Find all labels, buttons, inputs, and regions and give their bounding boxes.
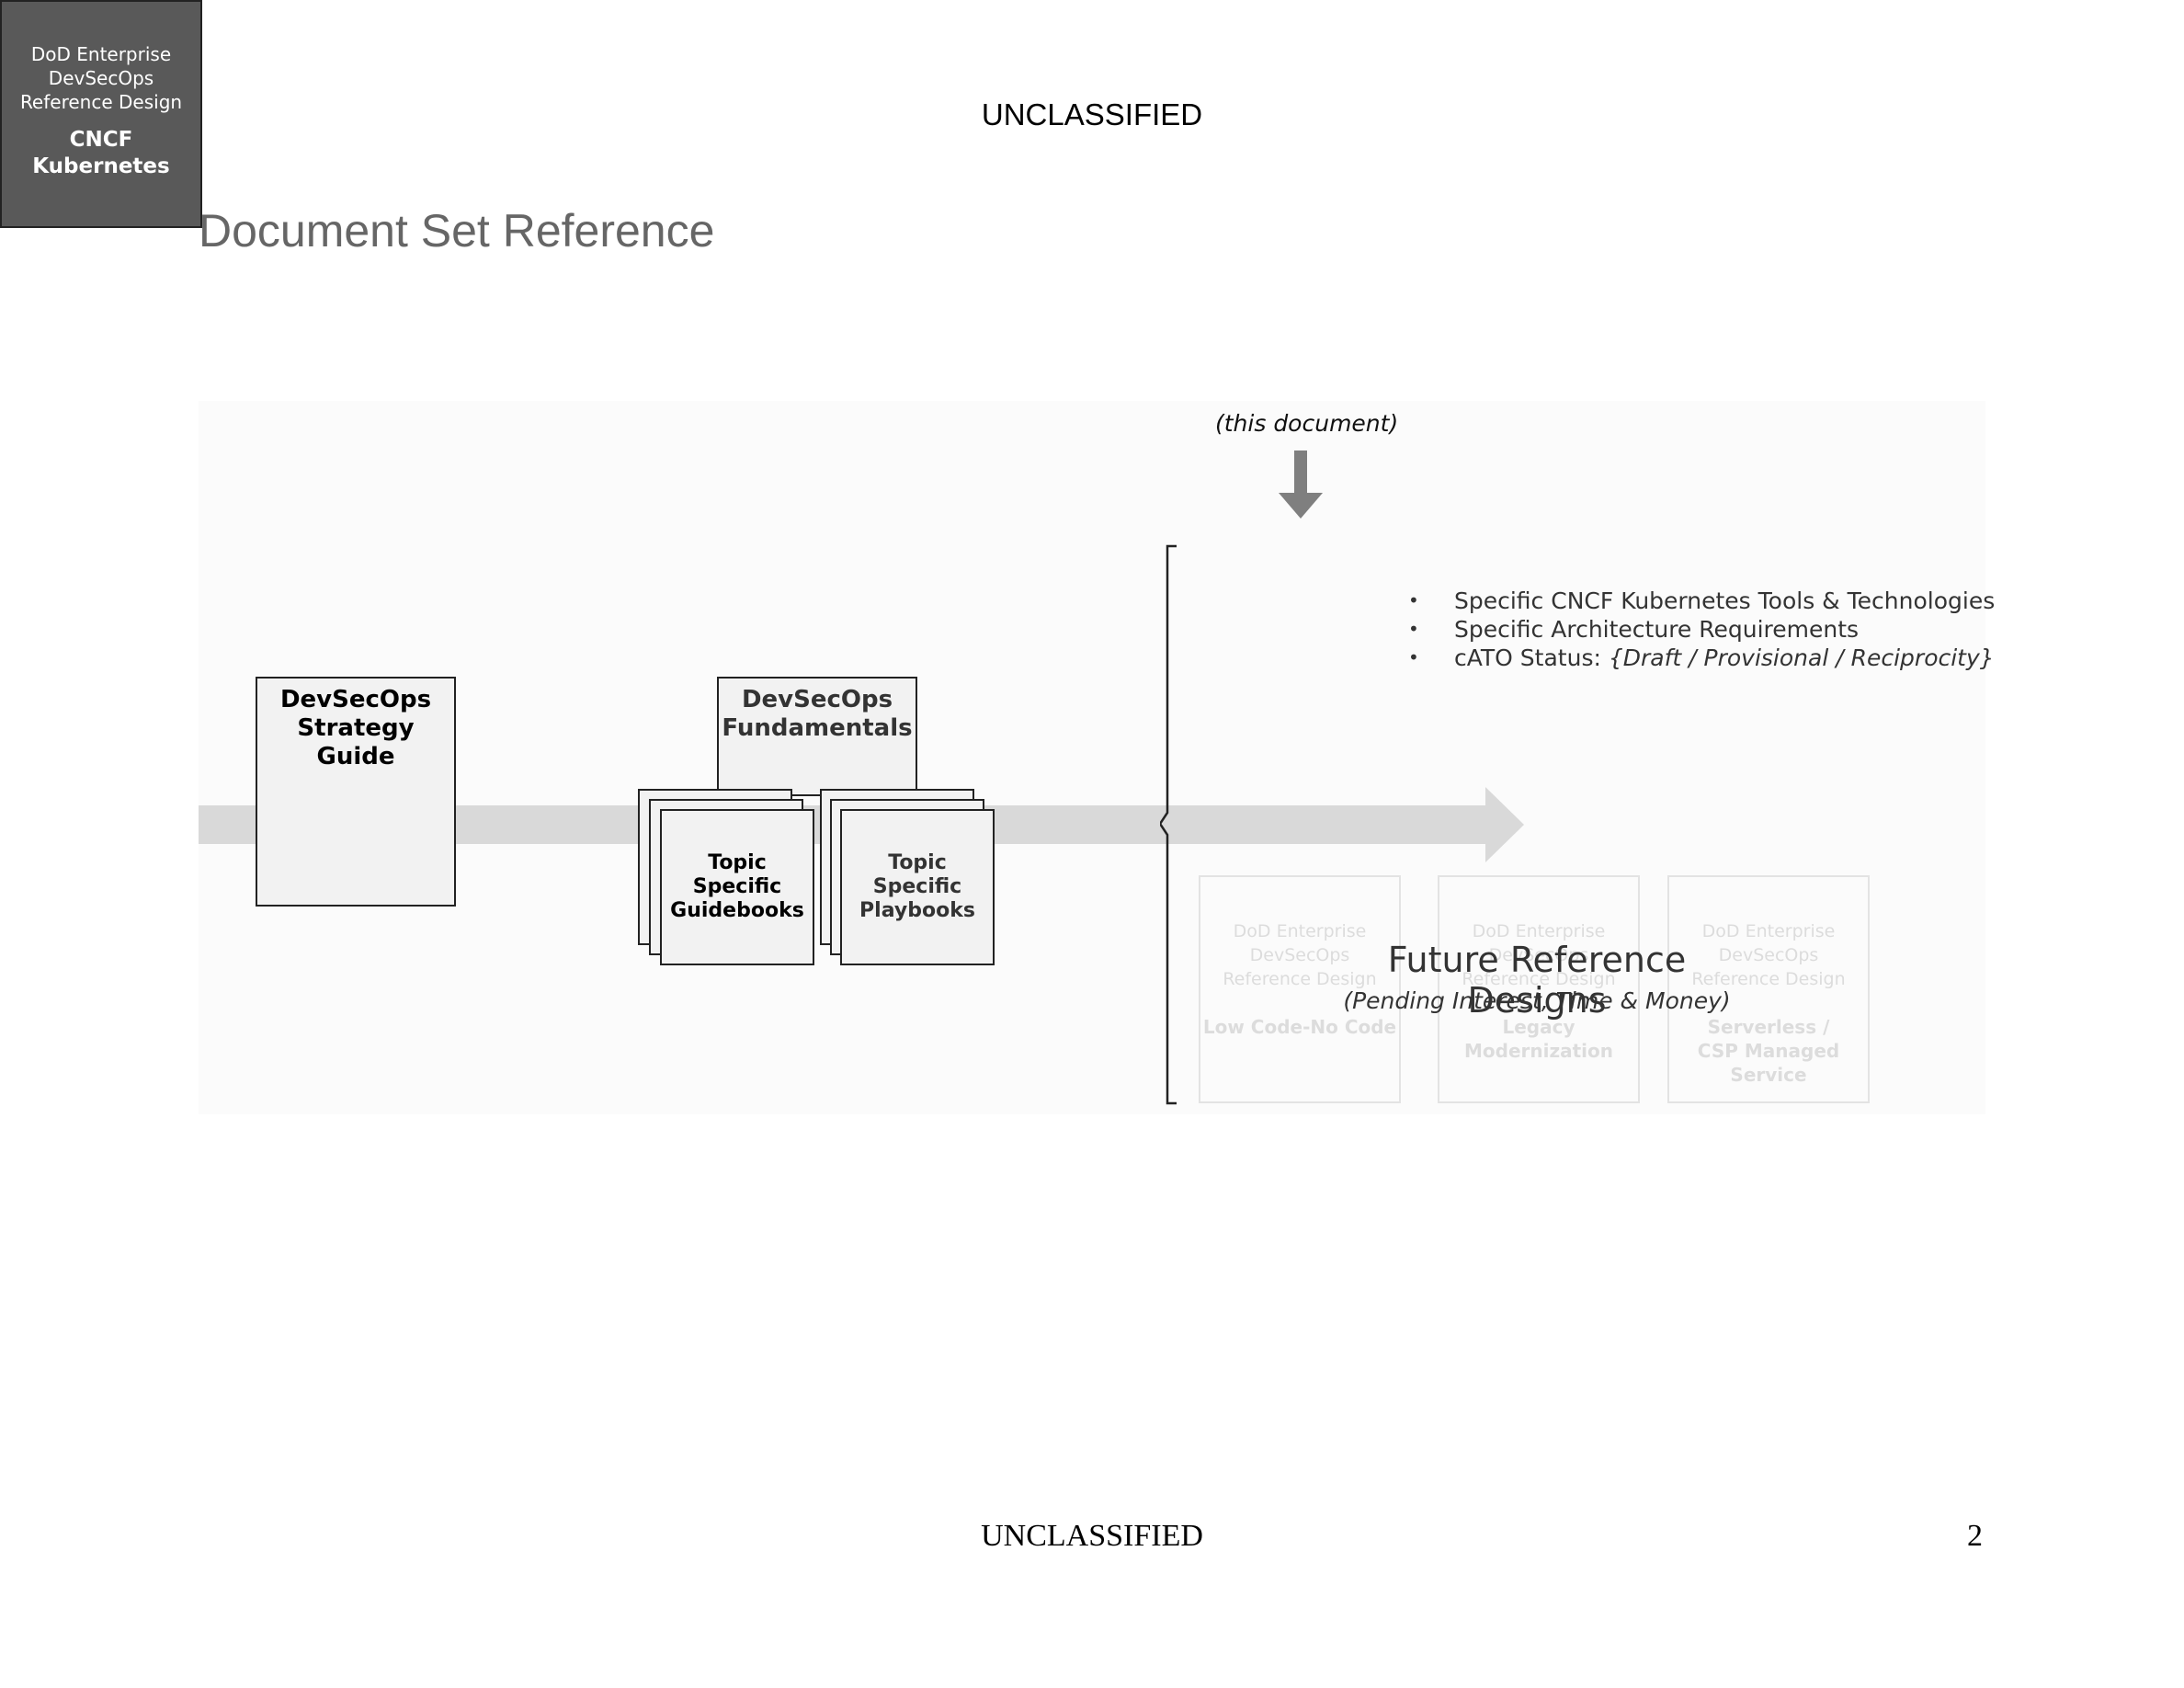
future-designs-title: Future Reference Designs <box>1387 940 1687 1021</box>
playbooks-line-2: Specific <box>872 875 962 898</box>
fundamentals-line-1: DevSecOps <box>741 686 893 713</box>
future-3-line-3: Reference Design <box>1691 969 1846 989</box>
cncf-line-2: DevSecOps <box>48 67 154 89</box>
strategy-guide-line-2: Strategy <box>297 714 415 742</box>
fundamentals-line-2: Fundamentals <box>722 714 913 742</box>
future-2-name: Legacy Modernization <box>1439 1015 1638 1063</box>
cncf-kubernetes-box: DoD Enterprise DevSecOps Reference Desig… <box>0 0 202 228</box>
down-arrow-shaft <box>1294 451 1307 495</box>
cncf-name-1: CNCF <box>69 128 133 152</box>
this-document-label: (this document) <box>1215 410 1399 437</box>
guidebooks-line-2: Specific <box>692 875 782 898</box>
future-design-box-1: DoD Enterprise DevSecOps Reference Desig… <box>1199 875 1401 1103</box>
strategy-guide-line-1: DevSecOps <box>279 686 432 713</box>
header-classification: UNCLASSIFIED <box>981 97 1203 131</box>
fundamentals-box: DevSecOps Fundamentals <box>717 677 917 796</box>
future-3-line-2: DevSecOps <box>1718 945 1819 965</box>
page-title: Document Set Reference <box>199 205 715 257</box>
progression-arrow-head <box>1485 787 1524 862</box>
bracket-icon <box>1160 544 1177 1105</box>
future-2-line-2: DevSecOps <box>1488 945 1589 965</box>
future-3-name: Serverless / CSP Managed Service <box>1669 1015 1868 1087</box>
future-1-line-3: Reference Design <box>1223 969 1377 989</box>
future-3-name-3: Service <box>1730 1064 1807 1086</box>
down-arrow-icon <box>1279 493 1323 519</box>
future-1-line-1: DoD Enterprise <box>1233 921 1367 941</box>
playbooks-line-3: Playbooks <box>859 899 975 922</box>
bullet-tools: Specific CNCF Kubernetes Tools & Technol… <box>1408 587 1995 615</box>
future-designs-subtitle: (Pending Interest, Time & Money) <box>1343 987 1731 1014</box>
future-2-line-1: DoD Enterprise <box>1472 921 1606 941</box>
bullet-cato: cATO Status: {Draft / Provisional / Reci… <box>1408 644 1995 672</box>
playbooks-box: Topic Specific Playbooks <box>840 809 995 965</box>
cato-prefix: cATO Status: <box>1454 644 1609 671</box>
future-2-name-1: Legacy <box>1502 1016 1575 1038</box>
cncf-name-2: Kubernetes <box>32 154 170 178</box>
future-design-box-3: DoD Enterprise DevSecOps Reference Desig… <box>1667 875 1870 1103</box>
guidebooks-line-1: Topic <box>708 851 767 874</box>
page-number: 2 <box>1967 1519 1983 1553</box>
guidebooks-box: Topic Specific Guidebooks <box>660 809 814 965</box>
future-3-name-2: CSP Managed <box>1697 1040 1840 1062</box>
future-3-name-1: Serverless / <box>1707 1016 1830 1038</box>
footer-classification: UNCLASSIFIED <box>981 1519 1203 1553</box>
cncf-line-3: Reference Design <box>19 91 183 113</box>
design-bullets: Specific CNCF Kubernetes Tools & Technol… <box>1408 587 1995 672</box>
future-2-name-2: Modernization <box>1463 1040 1613 1062</box>
cncf-line-1: DoD Enterprise <box>30 43 172 65</box>
bullet-architecture: Specific Architecture Requirements <box>1408 615 1995 644</box>
cato-status: {Draft / Provisional / Reciprocity} <box>1608 644 1995 671</box>
guidebooks-line-3: Guidebooks <box>670 899 804 922</box>
playbooks-line-1: Topic <box>888 851 947 874</box>
future-1-line-2: DevSecOps <box>1249 945 1350 965</box>
cncf-name: CNCF Kubernetes <box>2 127 200 180</box>
strategy-guide-line-3: Guide <box>316 743 395 770</box>
strategy-guide-box: DevSecOps Strategy Guide <box>256 677 456 907</box>
future-2-line-3: Reference Design <box>1462 969 1616 989</box>
future-design-box-2: DoD Enterprise DevSecOps Reference Desig… <box>1438 875 1640 1103</box>
future-1-name: Low Code-No Code <box>1202 1016 1397 1038</box>
future-3-line-1: DoD Enterprise <box>1701 921 1836 941</box>
